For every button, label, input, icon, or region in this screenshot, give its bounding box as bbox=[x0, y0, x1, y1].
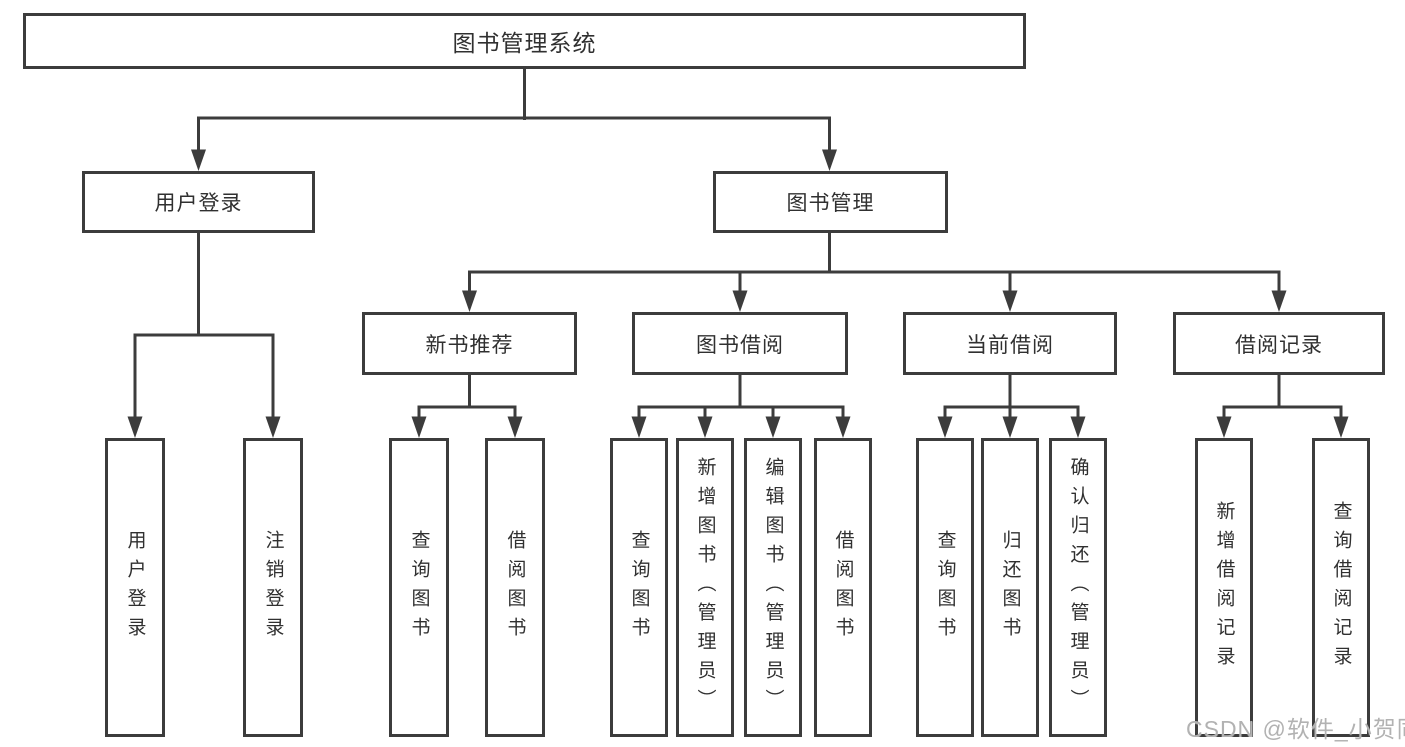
branch-new-book-recommend bbox=[411, 375, 523, 438]
leaf-query-borrow-record: 查询借阅记录 bbox=[1312, 438, 1370, 737]
watermark: CSDN @软件_小贺同学 bbox=[1186, 716, 1405, 742]
branch-current-borrow bbox=[937, 375, 1086, 438]
leaf-borrow-books: 借阅图书 bbox=[814, 438, 872, 737]
node-borrow-records: 借阅记录 bbox=[1173, 312, 1385, 375]
leaf-return-books: 归还图书 bbox=[981, 438, 1039, 737]
branch-user-login bbox=[127, 233, 281, 438]
node-new-book-recommend: 新书推荐 bbox=[362, 312, 577, 375]
leaf-logout: 注销登录 bbox=[243, 438, 303, 737]
leaf-borrow-books-recommend: 借阅图书 bbox=[485, 438, 545, 737]
leaf-query-books-borrow: 查询图书 bbox=[610, 438, 668, 737]
node-user-login: 用户登录 bbox=[82, 171, 315, 233]
leaf-query-books-recommend: 查询图书 bbox=[389, 438, 449, 737]
node-current-borrow: 当前借阅 bbox=[903, 312, 1117, 375]
leaf-add-borrow-record: 新增借阅记录 bbox=[1195, 438, 1253, 737]
branch-borrow-records bbox=[1216, 375, 1349, 438]
leaf-edit-books-admin: 编辑图书（管理员） bbox=[744, 438, 802, 737]
leaf-confirm-return-admin: 确认归还（管理员） bbox=[1049, 438, 1107, 737]
leaf-add-books-admin: 新增图书（管理员） bbox=[676, 438, 734, 737]
node-book-borrow: 图书借阅 bbox=[632, 312, 848, 375]
leaf-user-login: 用户登录 bbox=[105, 438, 165, 737]
node-book-management: 图书管理 bbox=[713, 171, 948, 233]
branch-book-borrow bbox=[631, 375, 851, 438]
leaf-query-books-current: 查询图书 bbox=[916, 438, 974, 737]
branch-book-management bbox=[462, 233, 1287, 312]
node-root: 图书管理系统 bbox=[23, 13, 1026, 69]
branch-root bbox=[191, 68, 837, 171]
